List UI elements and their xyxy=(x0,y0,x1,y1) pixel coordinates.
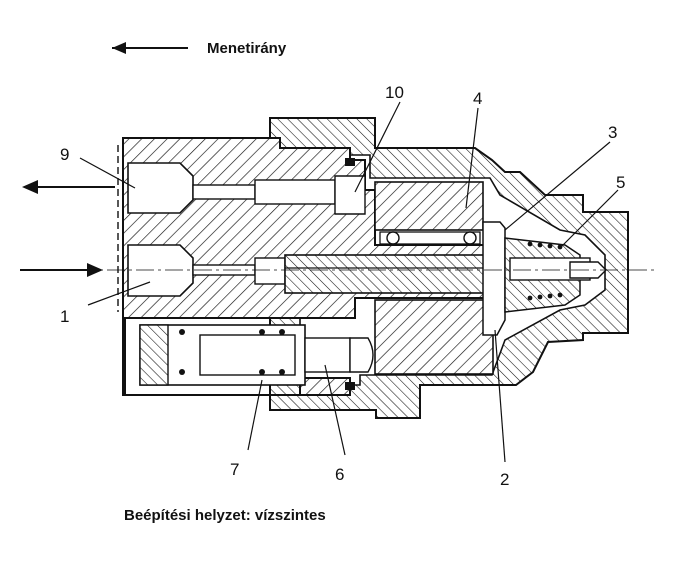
lower-plug xyxy=(139,324,169,386)
piston-head xyxy=(349,337,374,373)
spring-7-coils xyxy=(179,329,285,375)
piston-6 xyxy=(304,337,351,373)
port-upper xyxy=(127,162,194,214)
callout-1: 1 xyxy=(60,307,69,326)
flow-in-arrow xyxy=(20,263,103,277)
callout-3: 3 xyxy=(608,123,617,142)
callout-9: 9 xyxy=(60,145,69,164)
callout-2: 2 xyxy=(500,470,509,489)
armature-plate xyxy=(482,221,506,336)
ball xyxy=(463,231,477,245)
o-ring xyxy=(345,382,355,390)
callout-4: 4 xyxy=(473,89,482,108)
direction-arrow xyxy=(112,42,188,54)
flow-out-arrow xyxy=(22,180,115,194)
direction-label: Menetirány xyxy=(207,40,287,57)
spring-coil xyxy=(527,241,563,301)
central-shaft xyxy=(284,254,496,294)
callout-7: 7 xyxy=(230,460,239,479)
spring-7 xyxy=(199,334,296,376)
callout-6: 6 xyxy=(335,465,344,484)
coil-lower xyxy=(374,299,494,375)
valve-seat-10 xyxy=(334,175,366,215)
ball xyxy=(386,231,400,245)
installation-caption: Beépítési helyzet: vízszintes xyxy=(124,507,326,524)
bore-upper xyxy=(254,179,336,205)
callout-10: 10 xyxy=(385,83,404,102)
callout-5: 5 xyxy=(616,173,625,192)
coil-upper xyxy=(374,181,484,231)
leader-lines xyxy=(79,101,619,463)
o-ring xyxy=(345,158,355,166)
bore-lower xyxy=(254,257,286,285)
port-lower xyxy=(127,244,194,297)
spring-seat xyxy=(379,231,481,245)
passage-upper xyxy=(192,184,256,200)
